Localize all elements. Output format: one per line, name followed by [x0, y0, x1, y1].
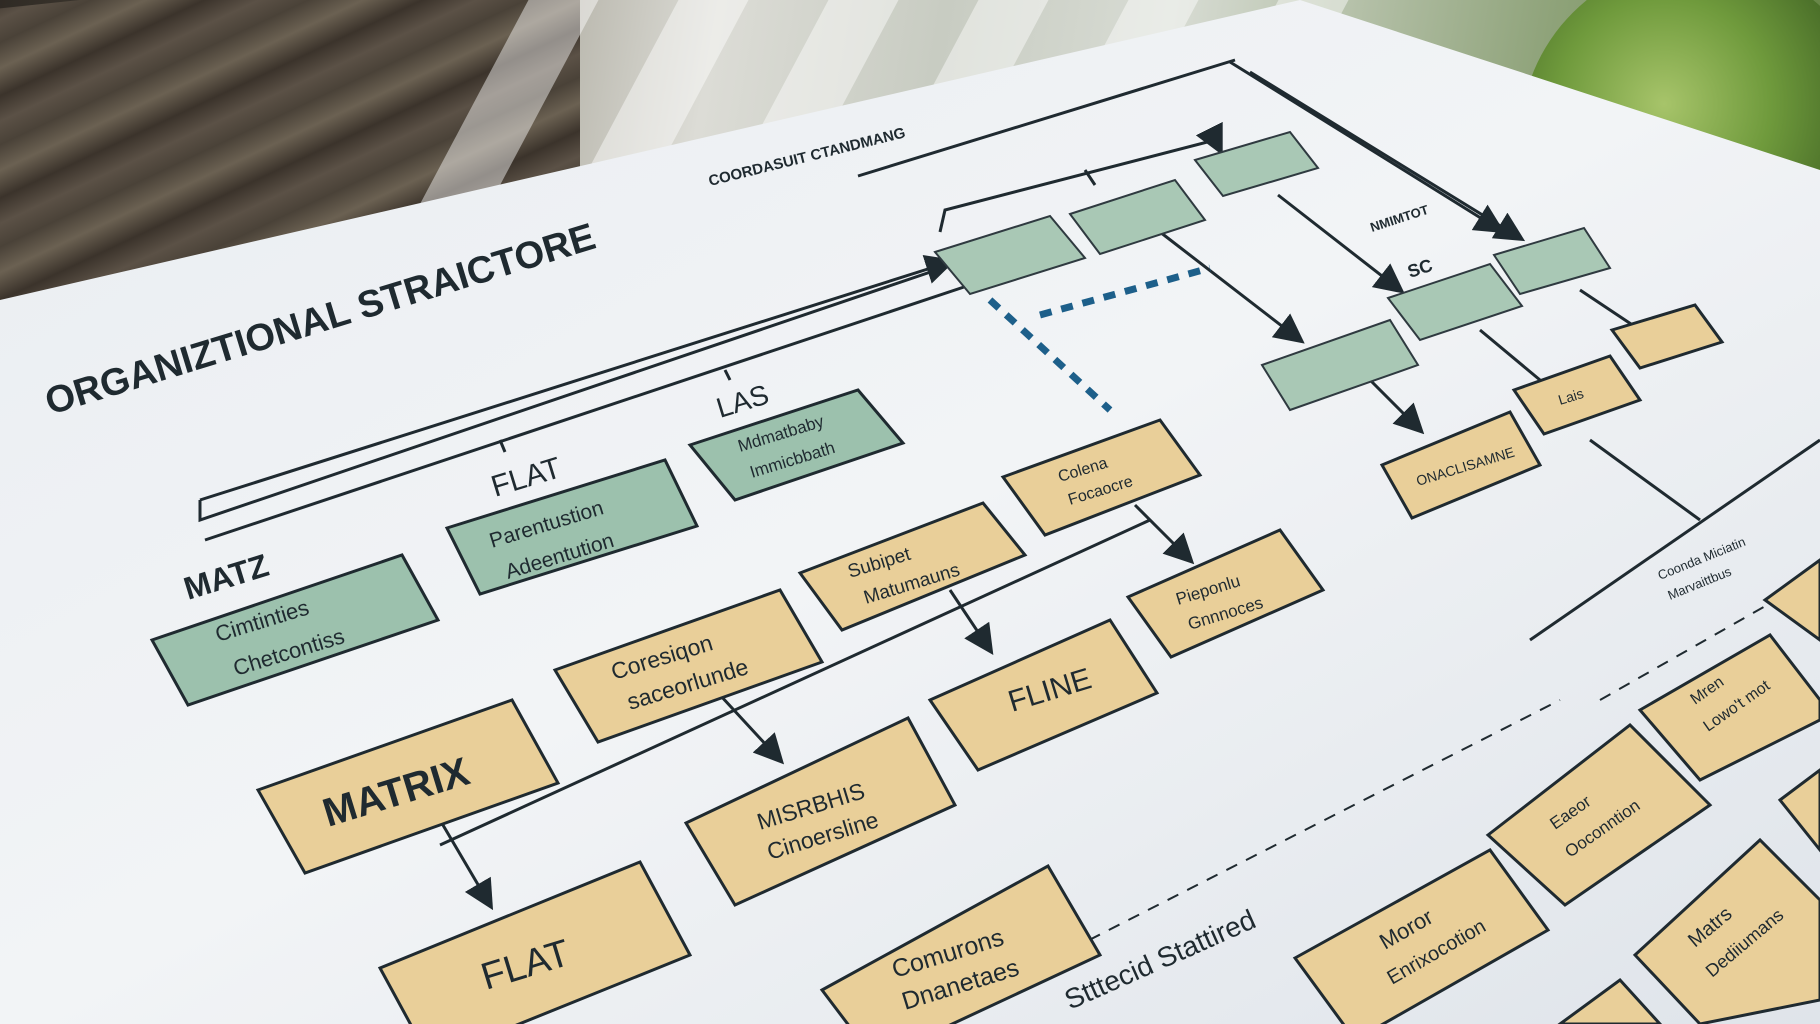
- box-misrells: MISRBHIS Cinoersline: [683, 716, 958, 907]
- box-flat: FLAT: [377, 860, 693, 1024]
- small-tan-box: [1762, 558, 1820, 642]
- box-mdmatbaby: Mdmatbaby Immicbbath: [687, 388, 906, 502]
- small-green-box: [1068, 178, 1207, 256]
- dashed-divider: [1049, 699, 1561, 961]
- box-lais: Lais: [1511, 354, 1643, 436]
- small-green-box: [1260, 318, 1420, 412]
- box-eaeor: Eaeor Ooconntion: [1485, 723, 1713, 907]
- small-green-box: [1386, 262, 1524, 342]
- small-green-box: [933, 214, 1087, 296]
- box-colena: Colena Focaocre: [1000, 418, 1203, 537]
- connector-lines: [198, 58, 1820, 911]
- box-matrs: Matrs Dediiumans: [1632, 837, 1820, 1024]
- small-tan-box: [1609, 303, 1725, 370]
- small-green-box: [1193, 130, 1320, 198]
- box-label: Lais: [1556, 385, 1585, 408]
- box-parentustion: Parentustion Adeentution: [444, 458, 700, 596]
- box-mren: Mren Lowo't mot: [1637, 633, 1820, 782]
- dotted-connector: [987, 297, 1113, 413]
- box-moror: Moror Enrixocotion: [1292, 848, 1551, 1024]
- box-onacl: ONACLISAMNE: [1379, 410, 1543, 520]
- box-matrix: MATRIX: [255, 698, 561, 875]
- small-tan-box: [1777, 768, 1820, 853]
- small-green-box: [1492, 226, 1612, 296]
- small-tan-box: [1557, 977, 1663, 1024]
- box-fline: FLINE: [927, 618, 1160, 772]
- dotted-connector: [1039, 264, 1211, 319]
